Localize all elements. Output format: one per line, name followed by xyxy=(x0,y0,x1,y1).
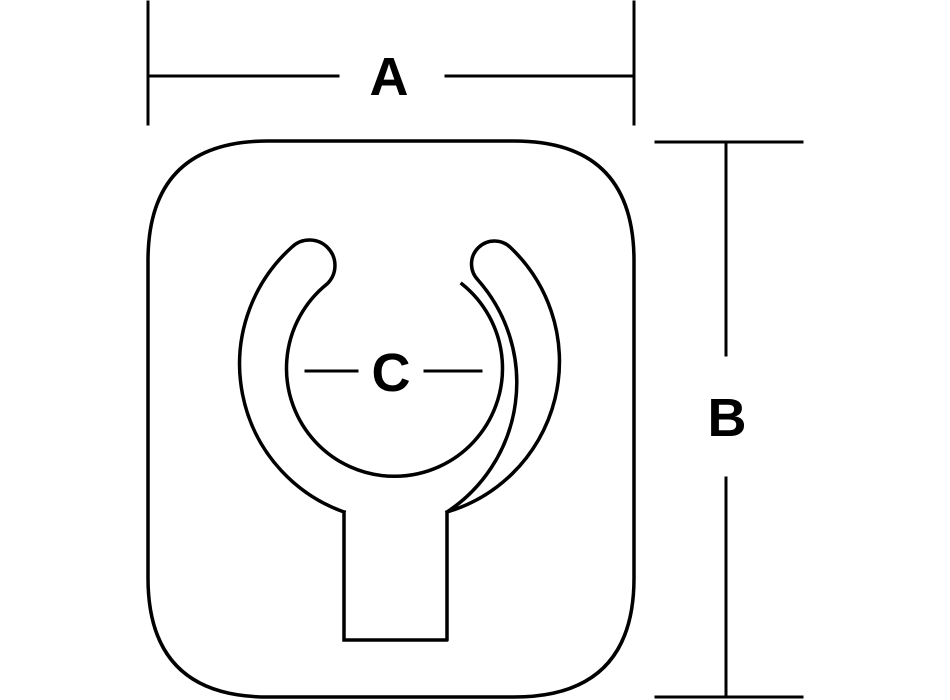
dimension-c-label: C xyxy=(372,343,411,403)
dimension-c: C xyxy=(304,343,483,403)
dimension-a: A xyxy=(146,0,636,126)
clip-cutout-outline xyxy=(237,238,562,642)
dimension-b: B xyxy=(654,140,804,699)
dimension-a-label: A xyxy=(370,47,409,107)
plate-outline xyxy=(146,139,636,699)
dimension-b-label: B xyxy=(708,388,747,448)
